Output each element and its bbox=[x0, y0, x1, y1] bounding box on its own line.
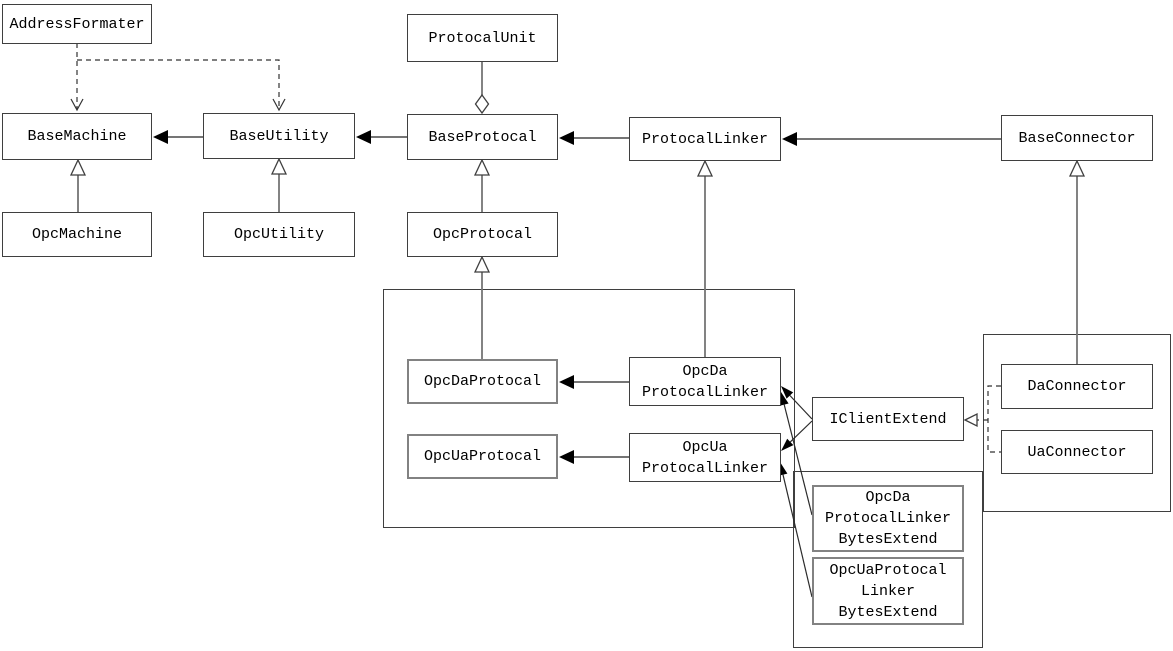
class-box-protocalunit: ProtocalUnit bbox=[407, 14, 558, 62]
class-label-line: ProtocalLinker bbox=[641, 459, 769, 477]
edge-protocallinker-to-baseprotocal bbox=[559, 131, 629, 145]
class-box-addressformater: AddressFormater bbox=[2, 4, 152, 44]
class-box-baseutility: BaseUtility bbox=[203, 113, 355, 159]
class-label-line: OpcDa bbox=[865, 489, 911, 506]
class-label: OpcDaProtocal bbox=[423, 373, 542, 390]
class-label: ProtocalLinker bbox=[641, 130, 769, 148]
class-label-line: OpcUa bbox=[682, 438, 728, 456]
class-box-opcdaprotocallinkerbytesextend: OpcDa ProtocalLinker BytesExtend bbox=[812, 485, 964, 552]
class-label: AddressFormater bbox=[9, 15, 145, 33]
class-box-opcmachine: OpcMachine bbox=[2, 212, 152, 257]
edge-addressformater-to-basemachine bbox=[70, 43, 84, 112]
class-box-protocallinker: ProtocalLinker bbox=[629, 117, 781, 161]
edge-addressformater-to-baseutility bbox=[77, 59, 286, 112]
class-box-iclientextend: IClientExtend bbox=[812, 397, 964, 441]
class-box-baseprotocal: BaseProtocal bbox=[407, 114, 558, 160]
class-label-line: BytesExtend bbox=[838, 603, 938, 621]
class-box-baseconnector: BaseConnector bbox=[1001, 115, 1153, 161]
class-label: ProtocalUnit bbox=[428, 29, 537, 47]
class-label-line: BytesExtend bbox=[838, 531, 938, 548]
edge-baseprotocal-to-baseutility bbox=[356, 130, 407, 144]
edge-protocalunit-to-baseprotocal-aggregation bbox=[474, 62, 490, 115]
class-label-line: ProtocalLinker bbox=[824, 510, 952, 527]
class-label: OpcUtility bbox=[233, 226, 324, 243]
class-box-basemachine: BaseMachine bbox=[2, 113, 152, 160]
class-label: BaseUtility bbox=[229, 127, 329, 145]
class-label: DaConnector bbox=[1027, 378, 1127, 395]
class-label: OpcMachine bbox=[31, 226, 122, 243]
class-label: UaConnector bbox=[1027, 443, 1127, 461]
class-box-opcuaprotocal: OpcUaProtocal bbox=[407, 434, 558, 479]
class-box-opcuaprotocallinkerbytesextend: OpcUaProtocal Linker BytesExtend bbox=[812, 557, 964, 625]
class-box-opcdaprotocallinker: OpcDa ProtocalLinker bbox=[629, 357, 781, 406]
edge-baseutility-to-basemachine bbox=[153, 130, 203, 144]
class-label: OpcProtocal bbox=[432, 226, 533, 243]
container-opc-protocal-group bbox=[383, 289, 795, 528]
edge-opcutility-to-baseutility bbox=[270, 157, 288, 212]
class-box-opcprotocal: OpcProtocal bbox=[407, 212, 558, 257]
class-box-opcuaprotocallinker: OpcUa ProtocalLinker bbox=[629, 433, 781, 482]
class-box-uaconnector: UaConnector bbox=[1001, 430, 1153, 474]
class-label: BaseProtocal bbox=[428, 128, 537, 146]
class-label-line: ProtocalLinker bbox=[641, 383, 769, 401]
class-label: BaseMachine bbox=[27, 128, 127, 145]
container-connector-group bbox=[983, 334, 1171, 512]
class-label-line: Linker bbox=[860, 582, 915, 600]
class-box-daconnector: DaConnector bbox=[1001, 364, 1153, 409]
class-box-opcdaprotocal: OpcDaProtocal bbox=[407, 359, 558, 404]
class-label: OpcUaProtocal bbox=[423, 448, 542, 465]
edge-opcmachine-to-basemachine bbox=[69, 158, 87, 212]
class-label-line: OpcDa bbox=[682, 362, 728, 380]
class-box-opcutility: OpcUtility bbox=[203, 212, 355, 257]
class-label: IClientExtend bbox=[829, 410, 947, 428]
class-label-line: OpcUaProtocal bbox=[829, 561, 947, 579]
class-label: BaseConnector bbox=[1018, 129, 1136, 147]
edge-opcprotocal-to-baseprotocal bbox=[473, 158, 491, 212]
edge-baseconnector-to-protocallinker bbox=[782, 132, 1001, 146]
